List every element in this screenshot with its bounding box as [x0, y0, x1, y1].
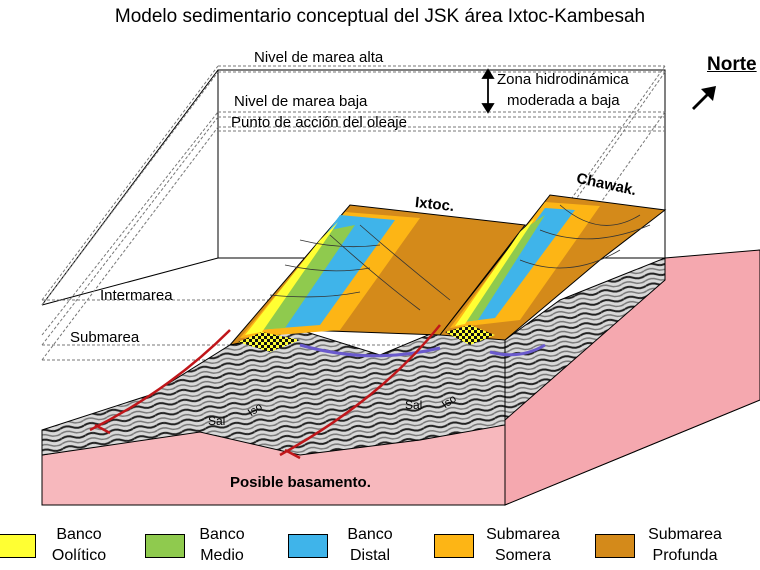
subtidal-label: Submarea: [70, 329, 140, 346]
legend-line2: Distal: [349, 547, 390, 564]
legend-line2: Somera: [494, 547, 552, 564]
salt-label-2: Sal: [405, 398, 423, 412]
diagram-title: Modelo sedimentario conceptual del JSK á…: [114, 6, 646, 27]
north-label: Norte: [707, 54, 757, 75]
legend-text: Banco Medio: [177, 524, 267, 566]
salt-label-1: Sal: [208, 414, 226, 428]
legend-text: Banco Oolítico: [34, 524, 124, 566]
block-diagram: [41, 65, 760, 506]
basement-label: Posible basamento.: [230, 474, 371, 491]
legend: Banco Oolítico Banco Medio Banco Distal …: [0, 522, 760, 570]
faults: [89, 324, 441, 460]
legend-line1: Submarea: [648, 526, 722, 543]
legend-text: Submarea Profunda: [640, 524, 730, 566]
legend-line1: Banco: [347, 526, 393, 543]
low-tide-label: Nivel de marea baja: [234, 93, 368, 110]
zone-label-line2: moderada a baja: [507, 92, 620, 109]
legend-line1: Banco: [199, 526, 245, 543]
wave-action-label: Punto de acción del oleaje: [231, 114, 407, 131]
legend-swatch: [0, 534, 36, 558]
zone-label-line1: Zona hidrodinámica: [497, 71, 629, 88]
north-arrow-icon: [692, 86, 716, 110]
legend-text: Submarea Somera: [478, 524, 568, 566]
high-tide-label: Nivel de marea alta: [254, 49, 384, 66]
zone-arrow: [481, 68, 495, 114]
legend-text: Banco Distal: [325, 524, 415, 566]
legend-line1: Banco: [56, 526, 102, 543]
legend-line2: Medio: [200, 547, 244, 564]
legend-swatch: [288, 534, 328, 558]
intertidal-label: Intermarea: [100, 287, 173, 304]
legend-swatch: [595, 534, 635, 558]
legend-line2: Oolítico: [51, 547, 107, 564]
legend-line2: Profunda: [652, 547, 718, 564]
legend-line1: Submarea: [486, 526, 560, 543]
legend-swatch: [434, 534, 474, 558]
legend-swatch: [145, 534, 185, 558]
